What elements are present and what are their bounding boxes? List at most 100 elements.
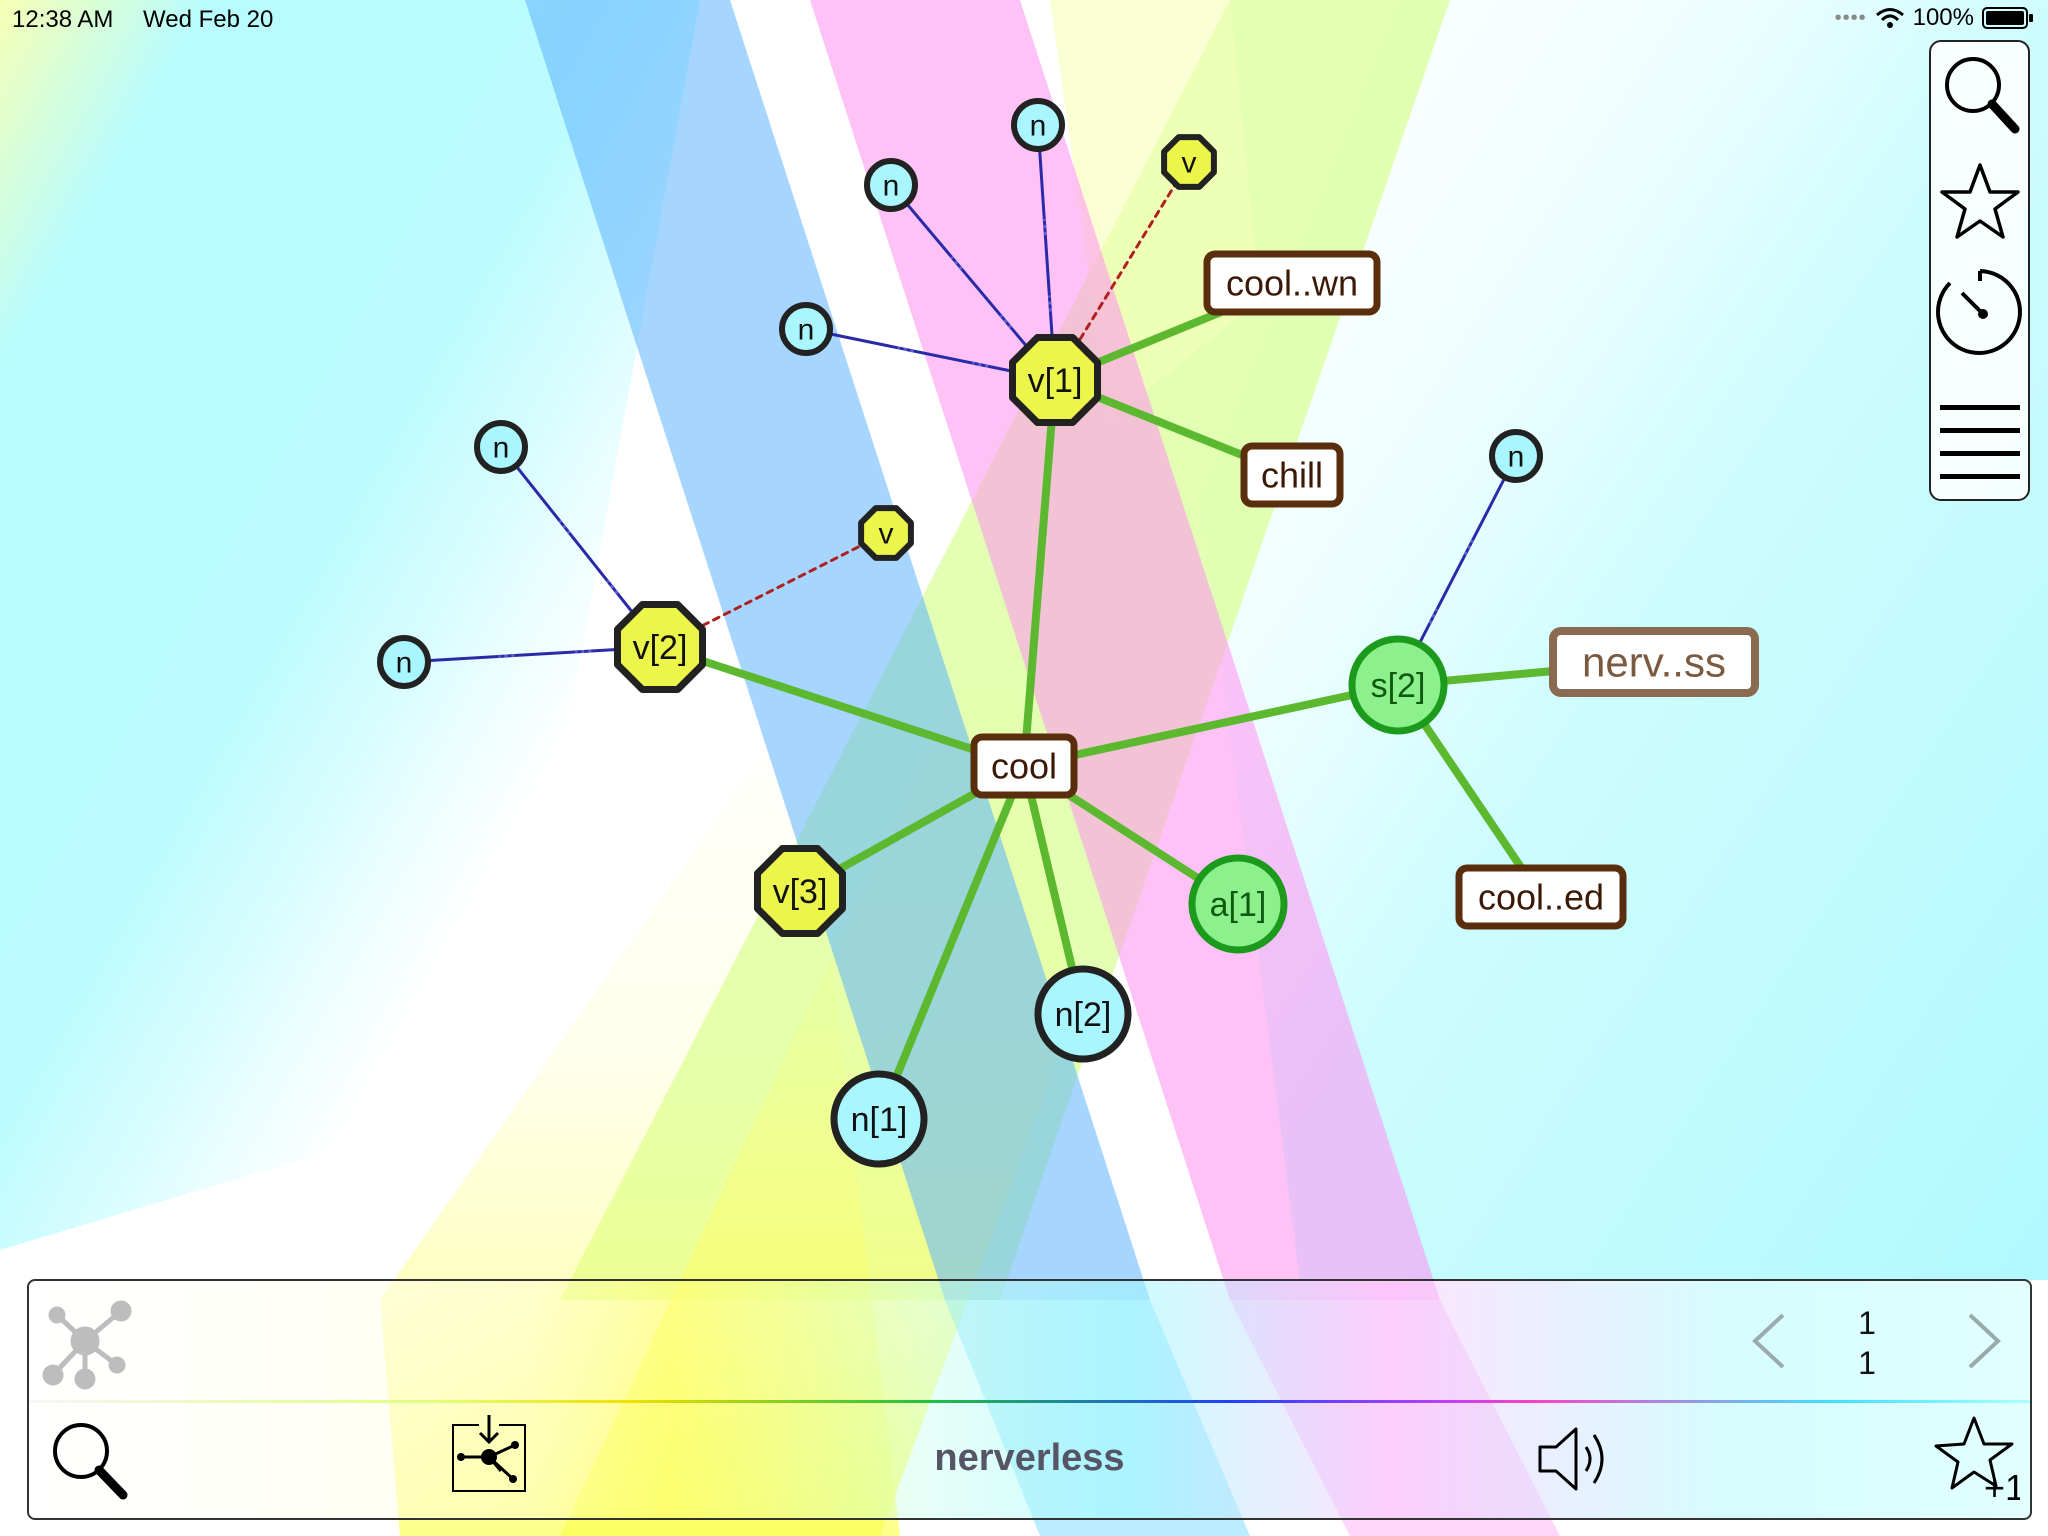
magnifier-icon <box>53 1423 128 1500</box>
adjective-circle <box>1348 635 1448 735</box>
speaker-icon <box>1538 1427 1604 1491</box>
graph-node-v_a[interactable]: v <box>1161 134 1217 190</box>
graph-node-chill[interactable]: chill <box>1240 442 1344 508</box>
graph-node-label: n[1] <box>851 1101 908 1139</box>
graph-node-a1[interactable]: a[1] <box>1188 854 1288 954</box>
chevron-left-icon <box>1752 1313 1785 1369</box>
timer-icon <box>1935 269 2022 355</box>
graph-node-label: nerv..ss <box>1582 639 1726 686</box>
status-date: Wed Feb 20 <box>143 6 274 33</box>
graph-node-label: n <box>1508 441 1525 474</box>
battery-percent: 100% <box>1912 4 1974 31</box>
graph-node-label: a[1] <box>1210 886 1267 924</box>
status-time: 12:38 AM <box>12 6 114 33</box>
graph-node-label: chill <box>1261 455 1323 496</box>
verb-octagon <box>1009 334 1101 426</box>
search-button[interactable] <box>1931 44 2028 144</box>
import-graph-button[interactable] <box>441 1407 537 1503</box>
graph-node-n_f[interactable]: n <box>1489 429 1543 483</box>
magnifier-icon <box>1944 57 2019 134</box>
graph-node-label: n[2] <box>1055 996 1112 1034</box>
graph-edge-tick <box>1463 539 1474 556</box>
bottom-panel: 1 1 nerverless <box>27 1279 2032 1520</box>
menu-button[interactable] <box>1931 392 2028 492</box>
noun-circle <box>864 158 918 212</box>
bottom-search-button[interactable] <box>41 1413 137 1509</box>
graph-edge-tick <box>498 654 515 658</box>
verb-octagon <box>754 845 846 937</box>
graph-node-v2[interactable]: v[2] <box>614 601 706 693</box>
star-icon <box>1939 163 2020 239</box>
battery-icon <box>1982 7 2033 29</box>
graph-edge-cool-v1 <box>1020 376 1059 770</box>
graph-node-v3[interactable]: v[3] <box>754 845 846 937</box>
graph-node-coolwn[interactable]: cool..wn <box>1203 250 1381 316</box>
word-box <box>1455 864 1627 930</box>
graph-node-n2[interactable]: n[2] <box>1034 965 1132 1063</box>
verb-octagon <box>614 601 706 693</box>
svg-text:+1: +1 <box>1984 1467 2020 1502</box>
word-box <box>1240 442 1344 508</box>
add-favorite-button[interactable]: +1 <box>1927 1407 2023 1507</box>
noun-circle <box>377 635 431 689</box>
graph-node-nervss[interactable]: nerv..ss <box>1549 627 1759 697</box>
page-indicator: 1 1 <box>1847 1303 1887 1383</box>
noun-circle <box>1011 98 1065 152</box>
graph-edge-tick <box>999 314 1013 329</box>
network-graph-icon <box>42 1300 132 1390</box>
wifi-icon <box>1875 8 1904 28</box>
star-plus-icon: +1 <box>1934 1416 2020 1502</box>
panel-divider <box>29 1400 2030 1403</box>
noun-circle <box>1489 429 1543 483</box>
noun-circle <box>1034 965 1132 1063</box>
graph-node-label: n <box>1030 110 1047 143</box>
graph-edge-cool-v2 <box>656 643 1028 770</box>
graph-edges <box>402 123 1658 1123</box>
graph-node-label: n <box>396 647 413 680</box>
graph-view-button[interactable] <box>39 1293 139 1393</box>
word-box <box>970 733 1078 799</box>
history-button[interactable] <box>1931 262 2028 362</box>
graph-node-label: v[1] <box>1028 362 1083 400</box>
graph-node-n_d[interactable]: n <box>474 420 528 474</box>
hamburger-icon <box>1939 405 2020 479</box>
graph-node-n1[interactable]: n[1] <box>830 1070 928 1168</box>
graph-node-label: v <box>1182 147 1197 180</box>
chevron-right-icon <box>1968 1313 2001 1369</box>
noun-circle <box>779 302 833 356</box>
graph-node-n_c[interactable]: n <box>779 302 833 356</box>
graph-node-label: s[2] <box>1371 667 1426 705</box>
graph-edge-tick <box>606 579 619 595</box>
cellular-dots-icon: •••• <box>1834 6 1867 29</box>
graph-edge-tick <box>1428 608 1439 625</box>
graph-node-label: n <box>883 170 900 203</box>
verb-octagon <box>1161 134 1217 190</box>
favorites-button[interactable] <box>1931 152 2028 252</box>
graph-edge-tick <box>575 649 592 654</box>
word-box <box>1549 627 1759 697</box>
graph-node-n_b[interactable]: n <box>864 158 918 212</box>
graph-node-label: cool <box>991 746 1057 787</box>
current-word[interactable]: nerverless <box>934 1437 1125 1479</box>
graph-node-n_a[interactable]: n <box>1011 98 1065 152</box>
graph-edge-tick <box>972 361 989 368</box>
graph-node-label: cool..ed <box>1478 877 1604 918</box>
graph-edge-tick <box>558 519 571 535</box>
speak-button[interactable] <box>1529 1411 1625 1507</box>
graph-node-n_e[interactable]: n <box>377 635 431 689</box>
graph-node-cool[interactable]: cool <box>970 733 1078 799</box>
graph-edge-tick <box>1047 295 1052 312</box>
graph-node-cooled[interactable]: cool..ed <box>1455 864 1627 930</box>
next-page-button[interactable] <box>1954 1308 2014 1374</box>
graph-node-v_b[interactable]: v <box>858 505 914 561</box>
graph-node-v1[interactable]: v[1] <box>1009 334 1101 426</box>
graph-node-label: n <box>798 314 815 347</box>
graph-node-label: v[3] <box>773 873 828 911</box>
graph-nodes[interactable]: cool v[1] v[2] v[3] n[1] n[2] a[1] s[2] cool..wn… <box>377 98 1759 1168</box>
graph-node-s2[interactable]: s[2] <box>1348 635 1448 735</box>
graph-edge-cool-s2 <box>1020 681 1402 770</box>
previous-page-button[interactable] <box>1739 1308 1799 1374</box>
noun-circle <box>474 420 528 474</box>
graph-node-label: v <box>879 518 894 551</box>
